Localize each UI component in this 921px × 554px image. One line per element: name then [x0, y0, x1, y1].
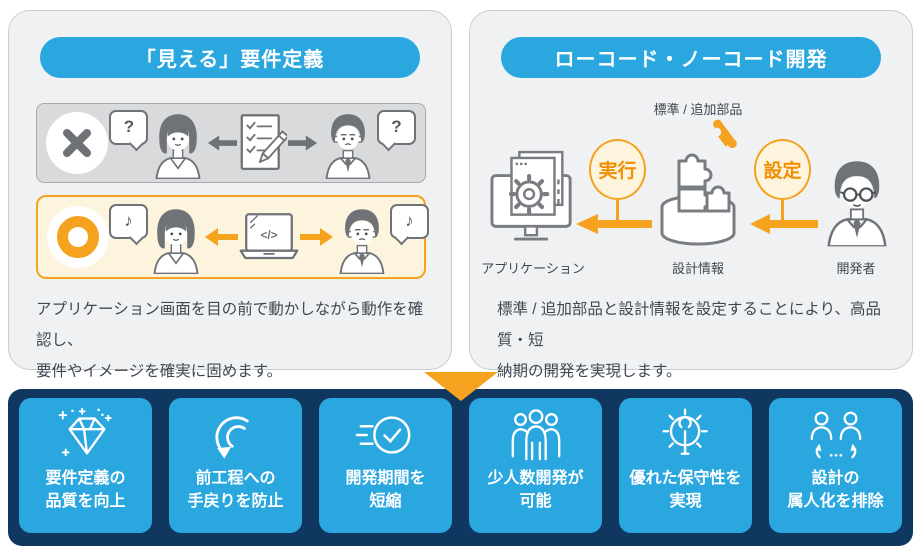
man-icon [320, 111, 376, 179]
panel-title-right: ローコード・ノーコード開発 [501, 37, 881, 78]
configure-badge: 設定 [754, 139, 811, 200]
benefit-card-small-team: 少人数開発が 可能 [469, 398, 602, 533]
down-triangle-icon [424, 372, 498, 401]
developer-label: 開発者 [836, 261, 876, 276]
badge-stem [616, 200, 619, 220]
gear-icon [508, 173, 550, 215]
laptop-code-text: </> [260, 228, 277, 242]
benefit-label: 要件定義の 品質を向上 [45, 470, 126, 510]
description-line: 要件やイメージを確実に固めます。 [36, 363, 283, 380]
application-monitor-icon [490, 150, 572, 241]
right-panel-description: 標準 / 追加部品と設計情報を設定することにより、高品質・短 納期の開発を実現し… [497, 294, 889, 387]
badge-stem [781, 200, 784, 220]
benefit-label: 少人数開発が 可能 [487, 470, 584, 510]
benefit-card-rework: 前工程への 手戻りを防止 [169, 398, 302, 533]
panel-title-left: 「見える」要件定義 [40, 37, 420, 78]
arrow-right-icon [288, 135, 318, 151]
execute-badge: 実行 [589, 139, 646, 200]
music-note-bubble: ♪ [109, 203, 148, 239]
puzzle-pieces-icon [677, 153, 731, 213]
benefit-card-no-personalization: 設計の 属人化を排除 [769, 398, 902, 533]
panel-lowcode-nocode: ローコード・ノーコード開発 標準 / 追加部品 アプリケーション [469, 10, 913, 380]
design-info-label: 設計情報 [671, 261, 724, 276]
undo-arrow-icon [214, 416, 249, 459]
question-bubble: ? [376, 109, 416, 145]
row-without-visibility: ? ? [36, 103, 426, 183]
music-note-bubble: ♪ [390, 203, 429, 239]
cross-mark-circle [46, 112, 108, 174]
arrow-left-icon [208, 135, 238, 151]
gear-wrench-icon [661, 408, 708, 455]
checklist-document-icon [240, 114, 287, 171]
pencil-icon [258, 130, 287, 163]
laptop-code-icon: </> [239, 213, 299, 260]
benefit-label: 設計の 属人化を排除 [787, 470, 884, 510]
description-line: 納期の開発を実現します。 [497, 363, 682, 380]
description-line: 標準 / 追加部品と設計情報を設定することにより、高品質・短 [497, 301, 881, 349]
benefits-band: 要件定義の 品質を向上 前工程への 手戻りを防止 [8, 389, 913, 546]
cross-icon [63, 129, 91, 157]
diamond-icon [57, 407, 112, 457]
benefit-label: 開発期間を 短縮 [345, 470, 426, 510]
flow-arrow-left-icon [750, 214, 818, 234]
orange-puzzle-piece-icon [712, 119, 737, 149]
description-line: アプリケーション画面を目の前で動かしながら動作を確認し、 [36, 301, 424, 349]
parts-label: 標準 / 追加部品 [653, 102, 743, 117]
application-label: アプリケーション [481, 261, 585, 276]
arrow-right-orange-icon [300, 228, 333, 246]
benefit-label: 前工程への 手戻りを防止 [187, 470, 284, 510]
flow-arrow-left-icon [576, 214, 652, 234]
developer-icon [820, 153, 894, 251]
man-icon [334, 206, 390, 274]
ok-ring-icon [57, 216, 99, 258]
benefit-card-quality: 要件定義の 品質を向上 [19, 398, 152, 533]
question-bubble: ? [109, 109, 149, 145]
benefit-label: 優れた保守性を 実現 [629, 470, 742, 510]
benefit-card-shorten: 開発期間を 短縮 [319, 398, 452, 533]
circle-mark-circle [47, 206, 109, 268]
people-group-icon [511, 409, 560, 461]
clock-speed-icon [355, 416, 410, 454]
panel-visible-requirements: 「見える」要件定義 ? [8, 10, 452, 380]
design-info-database-icon [660, 119, 737, 246]
swap-people-icon [810, 411, 861, 459]
row-with-visibility: ♪ </> ♪ [36, 195, 429, 279]
benefit-card-maintainability: 優れた保守性を 実現 [619, 398, 752, 533]
woman-icon [148, 206, 204, 274]
left-panel-description: アプリケーション画面を目の前で動かしながら動作を確認し、 要件やイメージを確実に… [36, 294, 428, 387]
woman-icon [150, 111, 206, 179]
arrow-left-orange-icon [205, 228, 238, 246]
